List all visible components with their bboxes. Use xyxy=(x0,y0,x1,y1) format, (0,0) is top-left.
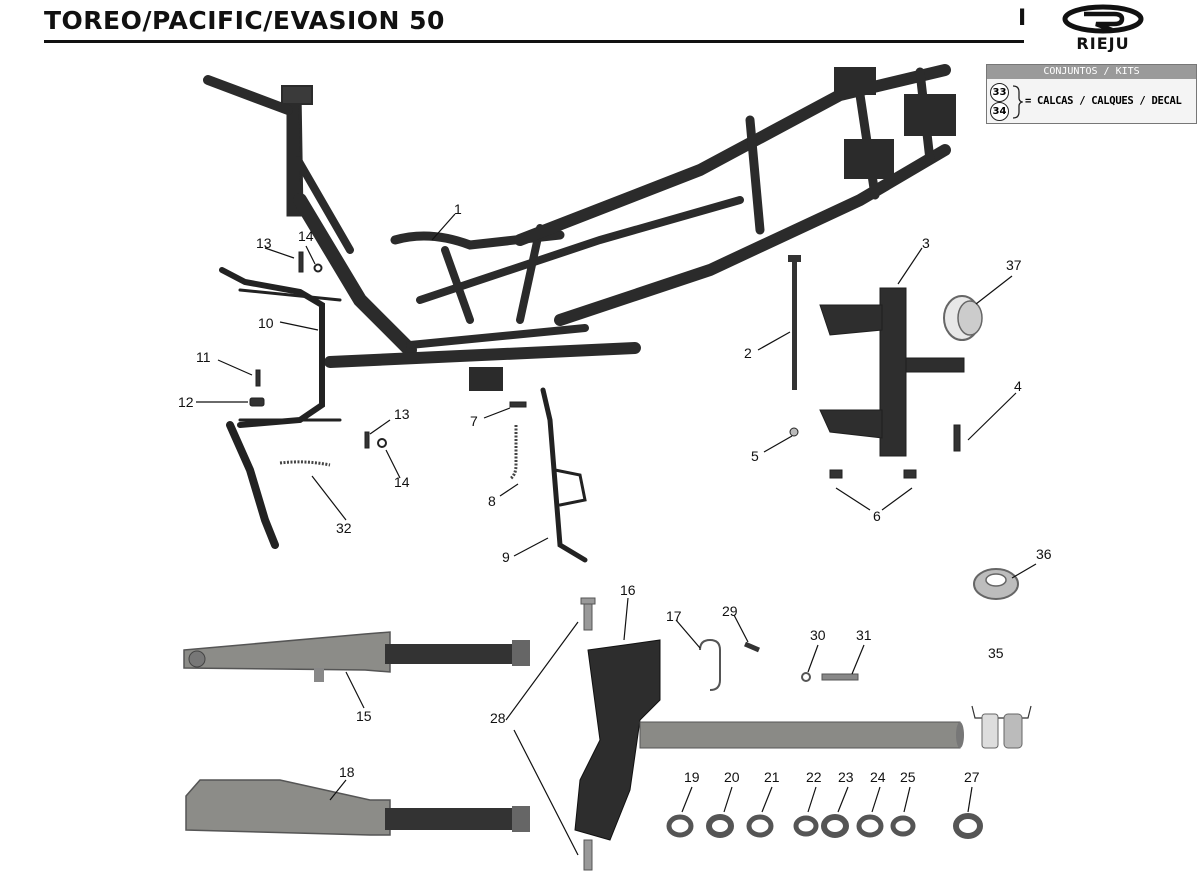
race-part-20 xyxy=(706,814,734,838)
bolts-part-28 xyxy=(580,597,596,871)
rieju-logo: RIEJU xyxy=(1062,4,1144,52)
callout-7: 7 xyxy=(470,413,478,429)
steering-stem-part-16 xyxy=(574,639,964,841)
callout-16: 16 xyxy=(620,582,636,598)
callout-11: 11 xyxy=(196,349,211,365)
washer-part-30 xyxy=(801,672,811,682)
race-part-21 xyxy=(746,814,774,838)
long-bolt-part-2 xyxy=(788,255,801,390)
callout-18: 18 xyxy=(339,764,355,780)
race-part-19 xyxy=(666,814,694,838)
race-part-24 xyxy=(856,814,884,838)
callout-35: 35 xyxy=(988,645,1004,661)
kits-brace xyxy=(1012,85,1023,119)
leader-lines xyxy=(196,213,1037,856)
kits-description: = CALCAS / CALQUES / DECAL xyxy=(1025,95,1182,107)
brand-wordmark: RIEJU xyxy=(1076,34,1129,52)
callout-31: 31 xyxy=(856,627,872,643)
small-fork-hardware xyxy=(699,638,859,691)
callout-13b: 13 xyxy=(394,406,410,422)
callout-5: 5 xyxy=(751,448,759,464)
race-part-25 xyxy=(890,815,916,837)
engine-bracket-part-3 xyxy=(819,287,965,457)
race-part-23 xyxy=(821,814,849,838)
callout-12: 12 xyxy=(178,394,194,410)
fork-leg-part-15 xyxy=(183,631,530,682)
clip-part-17 xyxy=(699,638,721,691)
callout-14b: 14 xyxy=(394,474,410,490)
bolt-part-6a xyxy=(829,469,843,479)
nut-part-5 xyxy=(789,427,799,437)
bushing-part-12 xyxy=(249,397,265,407)
callout-3: 3 xyxy=(922,235,930,251)
washer-part-14a xyxy=(313,263,323,273)
nut-part-27 xyxy=(953,813,983,839)
callout-14a: 14 xyxy=(298,228,314,244)
bolt-part-4 xyxy=(953,424,961,452)
callout-17: 17 xyxy=(666,608,682,624)
bolt-part-13b xyxy=(364,431,370,449)
callout-20: 20 xyxy=(724,769,740,785)
center-stand-part-10 xyxy=(219,267,342,549)
callout-10: 10 xyxy=(258,315,274,331)
callout-37: 37 xyxy=(1006,257,1022,273)
fork-leg-part-18 xyxy=(185,779,530,836)
page-title: TOREO/PACIFIC/EVASION 50 xyxy=(44,6,445,35)
small-hardware xyxy=(249,251,961,479)
pads-part-35 xyxy=(971,705,1032,749)
callout-19: 19 xyxy=(684,769,700,785)
side-stand-part-9 xyxy=(540,387,588,563)
callout-8: 8 xyxy=(488,493,496,509)
callout-23: 23 xyxy=(838,769,854,785)
callout-9: 9 xyxy=(502,549,510,565)
springs xyxy=(279,425,518,481)
kits-header: CONJUNTOS / KITS xyxy=(987,65,1196,79)
kit-number-33: 33 xyxy=(990,83,1009,102)
callout-21: 21 xyxy=(764,769,780,785)
spring-part-8 xyxy=(509,425,518,481)
bearing-part-36 xyxy=(973,568,1019,600)
callout-13a: 13 xyxy=(256,235,272,251)
bolt-part-31 xyxy=(821,673,859,681)
callout-29: 29 xyxy=(722,603,738,619)
callout-27: 27 xyxy=(964,769,980,785)
callout-30: 30 xyxy=(810,627,826,643)
callout-15: 15 xyxy=(356,708,372,724)
frame-part-1 xyxy=(203,64,956,391)
steering-bearings xyxy=(666,813,983,839)
callout-2: 2 xyxy=(744,345,752,361)
pin-part-7 xyxy=(509,401,527,408)
silent-block-part-37 xyxy=(943,295,983,341)
callout-25: 25 xyxy=(900,769,916,785)
callout-1: 1 xyxy=(454,201,462,217)
callout-labels: 1 2 3 4 5 6 7 8 9 10 11 12 13 13 14 14 1… xyxy=(178,201,1052,785)
screw-part-29 xyxy=(744,641,760,653)
kits-box: CONJUNTOS / KITS 33 34 = CALCAS / CALQUE… xyxy=(986,64,1197,124)
callout-4: 4 xyxy=(1014,378,1022,394)
bolt-part-13a xyxy=(298,251,304,273)
kit-number-34: 34 xyxy=(990,102,1009,121)
spring-part-32 xyxy=(279,460,331,467)
callout-28: 28 xyxy=(490,710,506,726)
callout-36: 36 xyxy=(1036,546,1052,562)
bolt-part-6b xyxy=(903,469,917,479)
title-rule xyxy=(44,40,1024,43)
section-number: I xyxy=(1018,6,1027,31)
race-part-22 xyxy=(793,815,819,837)
callout-6: 6 xyxy=(873,508,881,524)
callout-24: 24 xyxy=(870,769,886,785)
callout-22: 22 xyxy=(806,769,822,785)
callout-32: 32 xyxy=(336,520,352,536)
washer-part-14b xyxy=(377,438,387,448)
bolt-part-11 xyxy=(255,369,261,387)
